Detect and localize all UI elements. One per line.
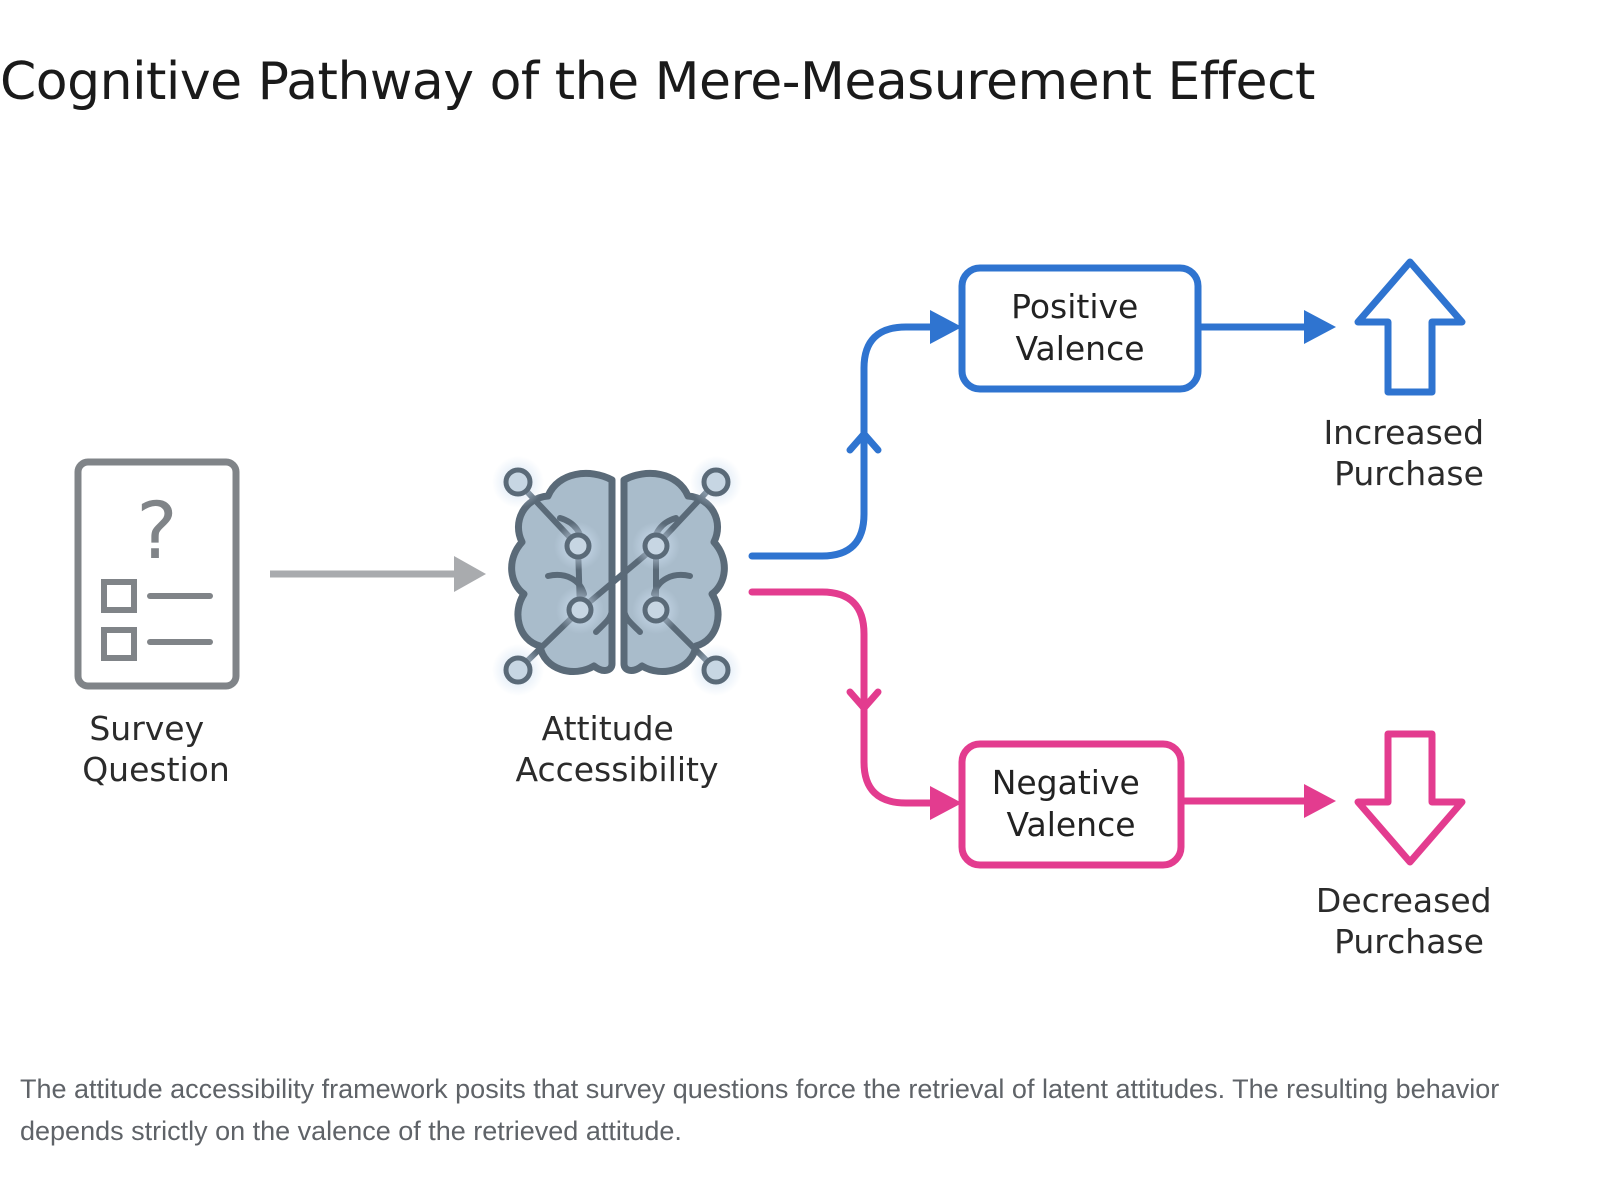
pathway-diagram: ? Survey Question	[0, 200, 1600, 1020]
negative-valence-label: Negative Valence	[992, 763, 1151, 844]
positive-to-increase-arrow	[1198, 310, 1336, 344]
brain-network-icon	[492, 456, 742, 696]
up-arrow-icon	[1354, 258, 1466, 396]
down-arrow-icon	[1354, 730, 1466, 866]
negative-to-decrease-arrow	[1181, 784, 1336, 818]
survey-to-attitude-arrow	[270, 556, 486, 592]
decreased-purchase-label: Decreased Purchase	[1316, 881, 1502, 961]
positive-valence-label: Positive Valence	[1011, 287, 1149, 368]
negative-arrowhead	[930, 786, 962, 820]
attitude-accessibility-label: Attitude Accessibility	[515, 709, 718, 789]
survey-document-icon: ?	[74, 458, 240, 690]
survey-question-label: Survey Question	[82, 709, 230, 789]
increased-purchase-label: Increased Purchase	[1323, 413, 1494, 493]
page-title: Cognitive Pathway of the Mere-Measuremen…	[0, 52, 1315, 112]
positive-branch-connector	[748, 323, 940, 560]
negative-branch-connector	[748, 588, 940, 807]
question-mark-icon: ?	[136, 487, 177, 577]
positive-arrowhead	[930, 310, 962, 344]
figure-caption: The attitude accessibility framework pos…	[20, 1074, 1500, 1146]
